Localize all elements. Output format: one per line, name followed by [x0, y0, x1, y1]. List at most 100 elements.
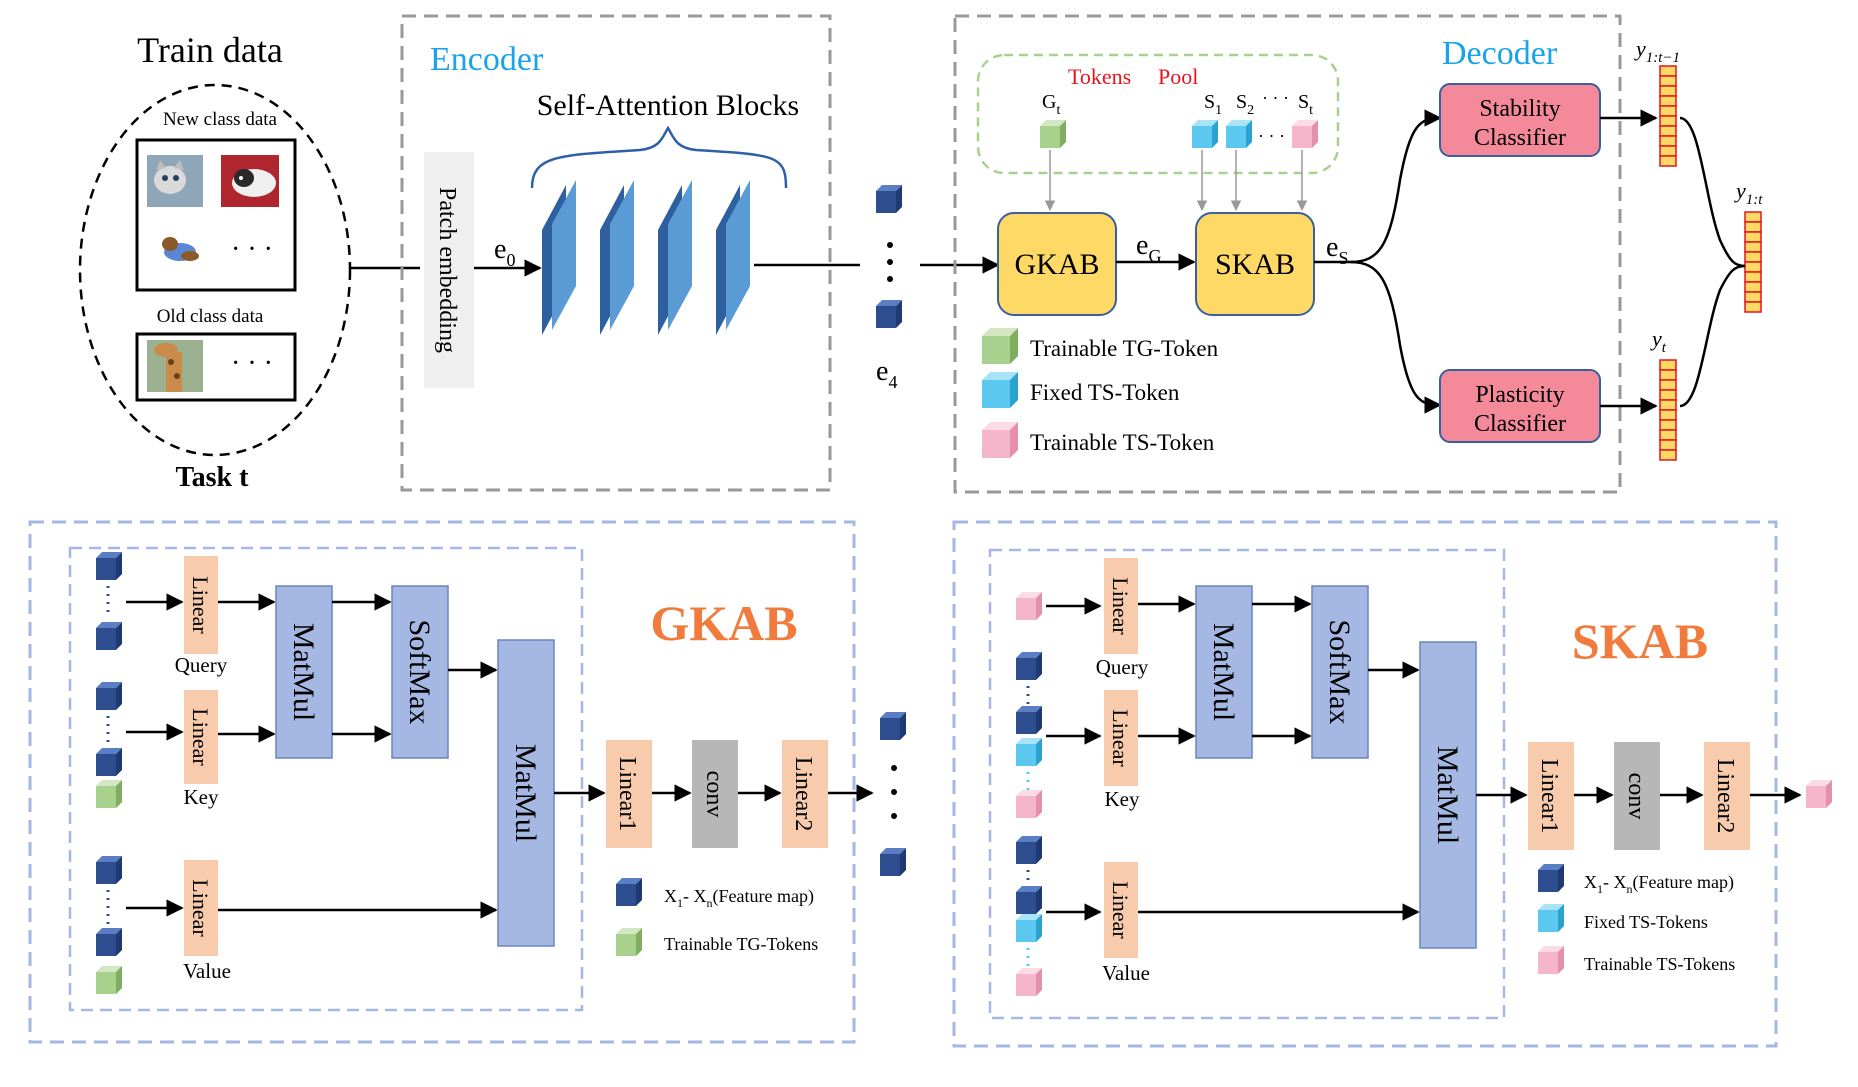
gkab-matmul-2-label: MatMul [509, 744, 542, 842]
e4-dot [887, 276, 893, 282]
skab-key-label: Key [1105, 787, 1140, 811]
gkab-conv-label: conv [701, 771, 727, 818]
y-all-label: y1:t [1734, 178, 1763, 208]
patch-embedding-label: Patch embedding [434, 187, 460, 353]
skab-softmax-label: SoftMax [1323, 620, 1356, 725]
vector-cell [1744, 261, 1762, 273]
g-token [1040, 120, 1066, 148]
e4-dot [887, 242, 893, 248]
e4-dot [887, 259, 893, 265]
gkab-matmul-1 [275, 585, 333, 759]
gkab-legend-feat-token [616, 878, 642, 906]
gkab-value-token [96, 856, 122, 884]
puppy-image [162, 237, 199, 261]
train-data-title: Train data [137, 30, 283, 70]
vector-cell [1744, 241, 1762, 253]
gkab-softmax [391, 585, 449, 759]
legend-fixed-label: Fixed TS-Token [1030, 380, 1180, 405]
st-token [1292, 120, 1318, 148]
y-new-label: yt [1650, 326, 1667, 356]
gkab-query-token [96, 552, 122, 580]
stability-label-2: Classifier [1474, 125, 1566, 151]
plasticity-label-2: Classifier [1474, 411, 1566, 437]
skab-matmul-2-label: MatMul [1431, 746, 1464, 844]
e4-label: e4 [876, 356, 897, 392]
patch-embedding-box [424, 152, 474, 388]
kitten-image [221, 155, 279, 207]
gkab-key-token [96, 748, 122, 776]
skab-outer-frame [952, 520, 1778, 1048]
skab-legend-fixed-token [1538, 904, 1564, 932]
decoder-title: Decoder [1442, 35, 1558, 72]
tokens-label: Tokens [1068, 64, 1131, 89]
skab-conv-label: conv [1623, 773, 1649, 820]
attention-block-3 [658, 180, 692, 335]
gkab-linear-key-label: Linear [188, 708, 213, 766]
vector-cell [1659, 379, 1677, 391]
skab-linear2 [1704, 742, 1750, 850]
vector-cell [1659, 409, 1677, 421]
self-attention-label: Self-Attention Blocks [537, 89, 799, 122]
gkab-out-token-top [880, 712, 906, 740]
skab-detail-panel: SKAB Linear Query Linear Key Linear Valu… [952, 520, 1832, 1048]
output-vectors: y1:t−1 y1:t yt [1600, 36, 1763, 461]
gkab-linear1 [606, 740, 652, 848]
decoder-frame [953, 14, 1622, 494]
skab-value-ts-token [1016, 968, 1042, 996]
plasticity-label-1: Plasticity [1475, 382, 1564, 408]
skab-value-label: Value [1102, 961, 1150, 985]
vector-cell [1659, 75, 1677, 87]
e4-token-top [876, 185, 902, 213]
gkab-detail-panel: GKAB Linear Query Linear Key Linear Valu… [28, 520, 906, 1044]
skab-value-fixed-token [1016, 914, 1042, 942]
old-class-label: Old class data [157, 306, 264, 327]
gkab-label: GKAB [1014, 248, 1099, 281]
gkab-matmul-2 [497, 639, 555, 947]
encoder-title: Encoder [430, 41, 544, 78]
skab-linear1-label: Linear1 [1536, 759, 1562, 834]
vector-cell [1659, 155, 1677, 167]
gkab-legend-tg-token [616, 928, 642, 956]
vector-cell [1659, 125, 1677, 137]
new-class-label: New class data [163, 109, 278, 130]
skab-box [1195, 212, 1315, 316]
skab-linear-key-label: Linear [1108, 709, 1133, 767]
y-new-vector [1659, 359, 1677, 461]
s-dots-top: · · · [1262, 88, 1289, 108]
s1-token [1192, 120, 1218, 148]
old-class-ellipsis: · · · [231, 348, 273, 379]
vector-cell [1744, 231, 1762, 243]
skab-matmul-2 [1419, 641, 1477, 949]
stability-classifier-box [1439, 83, 1601, 157]
gkab-linear2-label: Linear2 [790, 757, 816, 832]
merge-line-top [1679, 116, 1746, 268]
arrow-to-plasticity [1349, 260, 1442, 414]
vector-cell [1659, 115, 1677, 127]
giraffe-image [147, 340, 203, 392]
new-class-ellipsis: · · · [231, 234, 273, 265]
legend-ts-token [982, 422, 1018, 458]
attention-block-4 [716, 180, 750, 335]
e4-token-bottom [876, 300, 902, 328]
y-all-vector [1744, 211, 1762, 313]
gkab-out-token-bottom [880, 848, 906, 876]
gkab-value-label: Value [183, 959, 231, 983]
s1-token-label: S1 [1204, 91, 1222, 118]
gkab-matmul-1-label: MatMul [287, 623, 320, 721]
skab-linear-query [1104, 558, 1138, 654]
vector-cell [1744, 271, 1762, 283]
gkab-linear1-label: Linear1 [614, 757, 640, 832]
gkab-box [997, 212, 1117, 316]
skab-linear-value-label: Linear [1108, 881, 1133, 939]
vector-cell [1744, 251, 1762, 263]
vector-cell [1659, 95, 1677, 107]
gkab-linear-query-label: Linear [188, 576, 213, 634]
gkab-key-token [96, 682, 122, 710]
gkab-detail-title: GKAB [650, 595, 797, 651]
es-label: eS [1326, 232, 1348, 268]
vector-cell [1659, 105, 1677, 117]
gkab-linear-value-label: Linear [188, 879, 213, 937]
skab-query-label: Query [1096, 655, 1149, 679]
skab-legend-ts-label: Trainable TS-Tokens [1584, 954, 1735, 974]
s-dots-mid: · · · [1258, 126, 1285, 146]
